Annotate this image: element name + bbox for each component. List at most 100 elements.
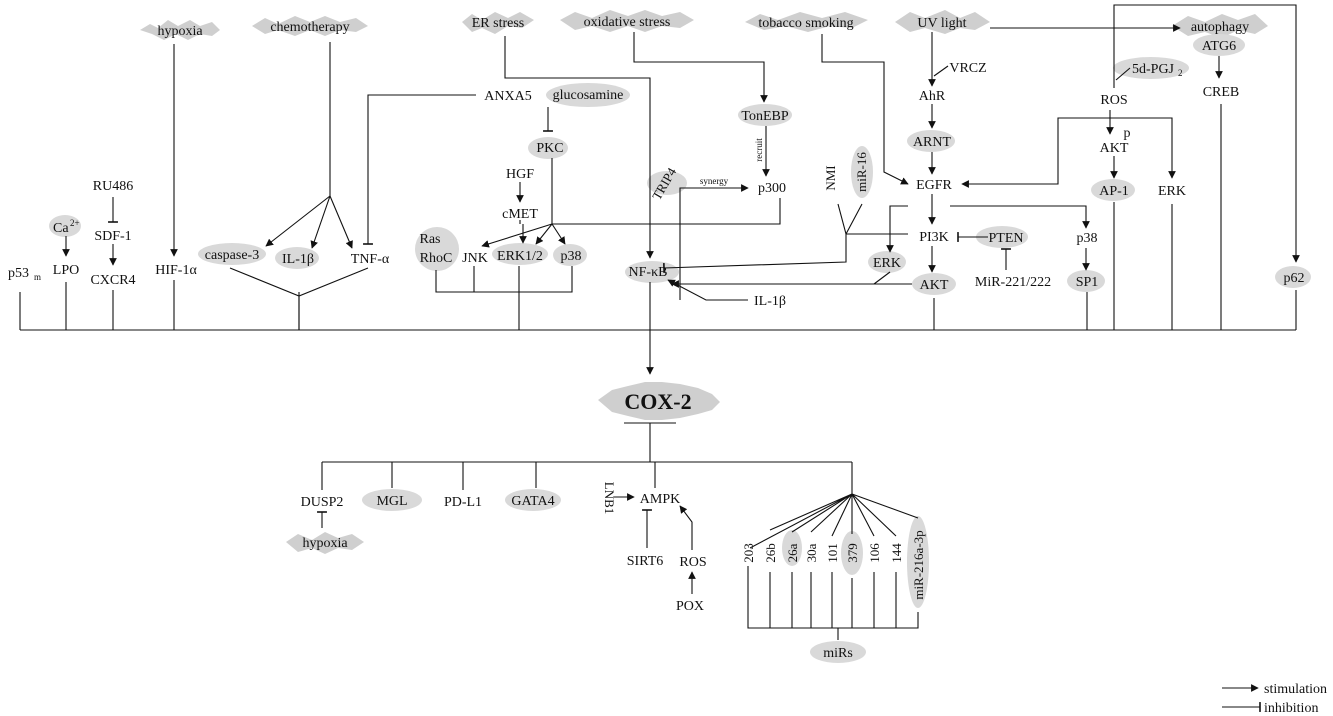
label-lpo: LPO bbox=[53, 263, 79, 278]
label-cxcr4: CXCR4 bbox=[90, 273, 135, 288]
labels: hypoxia chemotherapy ER stress oxidative… bbox=[8, 15, 1327, 716]
burst-hypoxia bbox=[140, 20, 220, 40]
mir-collect bbox=[747, 566, 919, 640]
label-akt-right: AKT bbox=[1100, 141, 1129, 156]
vrcz-ahr bbox=[933, 65, 949, 77]
er-nfkb bbox=[504, 36, 654, 259]
label-lnb1: LNB1 bbox=[602, 482, 617, 515]
label-er-stress: ER stress bbox=[472, 16, 525, 31]
mirna-label-2: 26a bbox=[785, 543, 800, 562]
burst-uv bbox=[895, 10, 990, 34]
blob-trip4 bbox=[647, 171, 687, 195]
blob-nfkb bbox=[625, 261, 679, 283]
mirna-label-0: 203 bbox=[741, 543, 756, 563]
label-pox: POX bbox=[676, 599, 704, 614]
bus-to-cox2 bbox=[19, 104, 1297, 330]
label-pkc: PKC bbox=[536, 141, 563, 156]
label-glucosamine: glucosamine bbox=[553, 88, 624, 103]
label-p53-subscript: m bbox=[34, 272, 41, 282]
label-pgj2-subscript: 2 bbox=[1178, 68, 1183, 78]
blob-erk-mid bbox=[868, 251, 906, 273]
label-atg6: ATG6 bbox=[1202, 39, 1236, 54]
blob-akt-mid bbox=[912, 273, 956, 295]
label-hypoxia-bottom: hypoxia bbox=[302, 536, 348, 551]
blob-mirs bbox=[810, 641, 866, 663]
label-mir16: miR-16 bbox=[854, 152, 869, 192]
label-oxidative-stress: oxidative stress bbox=[584, 15, 671, 30]
label-il1b-left: IL-1β bbox=[282, 252, 314, 267]
mirna-label-1: 26b bbox=[763, 543, 778, 563]
label-pten: PTEN bbox=[989, 231, 1024, 246]
ros-branch bbox=[1072, 117, 1176, 179]
label-cox2: COX-2 bbox=[624, 389, 691, 414]
chemo-il1b bbox=[310, 195, 331, 249]
label-ap1: AP-1 bbox=[1099, 184, 1129, 199]
label-ras: Ras bbox=[420, 232, 441, 247]
blob-p62 bbox=[1275, 266, 1311, 288]
nmi-nfkb bbox=[663, 234, 847, 273]
label-synergy: synergy bbox=[700, 176, 729, 186]
mirna-label-4: 101 bbox=[825, 543, 840, 563]
label-akt-mid: AKT bbox=[920, 278, 949, 293]
label-chemotherapy: chemotherapy bbox=[270, 20, 349, 35]
cox2-targets bbox=[321, 462, 853, 494]
label-ros-top: ROS bbox=[1100, 93, 1127, 108]
legend-inhibition-label: inhibition bbox=[1264, 701, 1318, 716]
label-caspase3: caspase-3 bbox=[205, 248, 259, 263]
label-p38-right: p38 bbox=[1077, 231, 1098, 246]
burst-cox2 bbox=[598, 382, 720, 420]
oxidative-tonebp bbox=[633, 32, 768, 103]
label-ros-bottom: ROS bbox=[679, 555, 706, 570]
label-p53: p53 bbox=[8, 266, 29, 281]
label-ca: Ca bbox=[53, 221, 69, 236]
burst-hypoxia-bottom bbox=[286, 532, 364, 554]
label-jnk: JNK bbox=[462, 251, 488, 266]
chemo-caspase bbox=[265, 195, 331, 247]
label-uv-light: UV light bbox=[917, 16, 966, 31]
blob-gata4 bbox=[505, 489, 561, 511]
label-arnt: ARNT bbox=[913, 135, 952, 150]
burst-chemotherapy bbox=[252, 16, 368, 36]
tobacco-egfr bbox=[821, 34, 909, 185]
label-p: p bbox=[1124, 126, 1131, 141]
label-p38-left: p38 bbox=[561, 249, 582, 264]
junction-erk12b bbox=[535, 223, 553, 245]
label-nmi: NMI bbox=[823, 165, 838, 190]
label-hypoxia: hypoxia bbox=[157, 24, 203, 39]
node-backgrounds bbox=[49, 10, 1311, 663]
connectors bbox=[19, 4, 1300, 712]
blob-atg6 bbox=[1193, 34, 1245, 56]
label-tonebp: TonEBP bbox=[741, 109, 788, 124]
label-creb: CREB bbox=[1203, 85, 1240, 100]
label-egfr: EGFR bbox=[916, 178, 952, 193]
label-mirs: miRs bbox=[823, 646, 853, 661]
blob-26a bbox=[782, 530, 802, 566]
blob-caspase3 bbox=[198, 243, 266, 265]
mir-fan bbox=[749, 493, 919, 549]
anxa5-tnfa bbox=[363, 94, 476, 245]
label-il1b-mid: IL-1β bbox=[754, 294, 786, 309]
burst-oxidative bbox=[560, 10, 694, 32]
label-p62: p62 bbox=[1284, 271, 1305, 286]
ros-egfr bbox=[961, 117, 1072, 188]
blob-pten bbox=[976, 226, 1028, 248]
burst-er-stress bbox=[462, 12, 534, 34]
blob-ras-rhoc bbox=[415, 227, 459, 271]
erk-akt-join bbox=[873, 271, 891, 285]
label-vrcz: VRCZ bbox=[949, 61, 986, 76]
top-loop-p62 bbox=[1113, 4, 1300, 263]
label-ru486: RU486 bbox=[93, 179, 133, 194]
blob-glucosamine bbox=[546, 83, 630, 107]
label-hif1a: HIF-1α bbox=[155, 263, 197, 278]
label-mir221: MiR-221/222 bbox=[975, 275, 1051, 290]
blob-mir16 bbox=[851, 146, 873, 198]
blob-erk12 bbox=[492, 243, 548, 265]
blob-ca bbox=[49, 215, 81, 237]
p300-junction bbox=[552, 198, 781, 225]
label-cmet: cMET bbox=[502, 207, 538, 222]
label-ca-superscript: 2+ bbox=[70, 218, 80, 228]
blob-mir216 bbox=[907, 516, 929, 608]
label-tobacco-smoking: tobacco smoking bbox=[758, 16, 853, 31]
